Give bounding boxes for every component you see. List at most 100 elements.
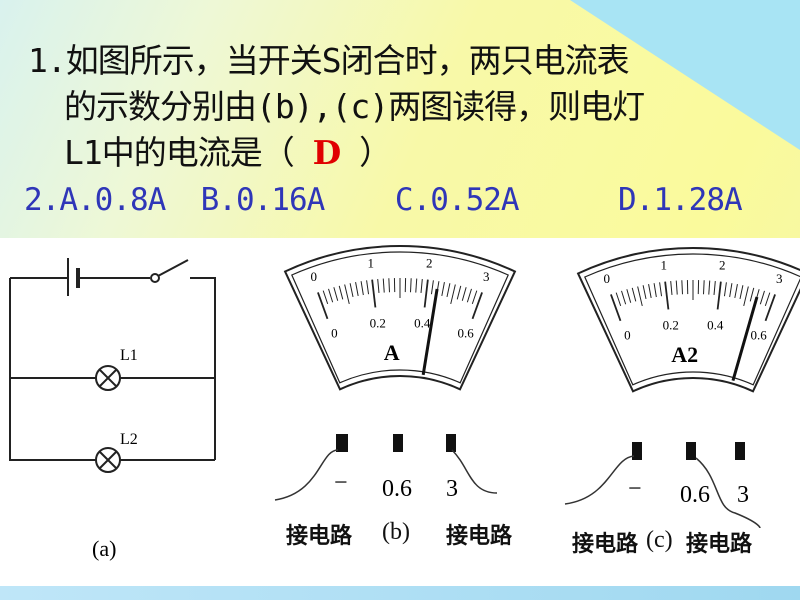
scale-tick xyxy=(430,280,434,295)
terminal-label-3-c: 3 xyxy=(737,482,749,508)
meter-inner-frame xyxy=(291,251,509,384)
scale-tick xyxy=(716,281,722,310)
label-connect-right-b: 接电路 xyxy=(446,524,513,549)
caption-c: (c) xyxy=(646,527,673,553)
scale-tick xyxy=(456,285,462,300)
scale-tick xyxy=(764,294,776,322)
scale-tick xyxy=(366,280,370,295)
scale-tick xyxy=(360,281,364,296)
scale-tick xyxy=(610,294,622,322)
upper-scale-label: 0 xyxy=(311,269,318,284)
scale-tick xyxy=(371,279,377,308)
option-d: D.1.28A xyxy=(618,182,743,218)
corner-decoration xyxy=(570,0,800,150)
scale-tick xyxy=(317,292,329,320)
scale-tick xyxy=(713,280,716,296)
scale-tick xyxy=(377,278,380,294)
scale-tick xyxy=(423,279,429,308)
scale-tick xyxy=(471,292,483,320)
scale-tick xyxy=(703,280,705,295)
scale-tick xyxy=(388,278,390,293)
question-line-2: 的示数分别由(b),(c)两图读得，则电灯 xyxy=(64,87,645,126)
ammeter-symbol: A xyxy=(384,340,400,365)
terminal-label-3-b: 3 xyxy=(446,476,458,502)
scale-tick xyxy=(382,278,385,293)
scale-tick xyxy=(664,281,670,310)
lower-scale-label: 0.6 xyxy=(751,328,768,343)
question-line-3-pre: L1中的电流是（ xyxy=(64,133,313,172)
scale-tick xyxy=(415,278,418,293)
answer: D xyxy=(312,133,342,172)
label-l1: L1 xyxy=(120,347,138,364)
label-l2: L2 xyxy=(120,431,138,448)
scale-tick xyxy=(670,280,673,296)
scale-tick xyxy=(642,285,647,300)
lower-scale-label: 0.2 xyxy=(370,315,386,330)
meter-frame xyxy=(576,247,800,393)
terminal-3-b xyxy=(446,434,456,452)
switch-pivot xyxy=(150,273,160,283)
scale-tick xyxy=(322,290,329,305)
scale-tick xyxy=(471,290,478,305)
terminals-c xyxy=(564,442,761,529)
scale-tick xyxy=(344,284,350,305)
upper-scale-label: 2 xyxy=(426,256,433,271)
scale-tick xyxy=(708,280,711,295)
wires-c xyxy=(564,455,761,529)
question-text: 1.如图所示，当开关S闭合时，两只电流表 的示数分别由(b),(c)两图读得，则… xyxy=(28,38,645,176)
scale-tick xyxy=(637,286,643,307)
wires-b xyxy=(274,449,498,501)
question-line-1: 1.如图所示，当开关S闭合时，两只电流表 xyxy=(28,41,630,80)
scale-tick xyxy=(446,283,451,298)
meter-inner-frame xyxy=(584,253,800,386)
terminal-label-minus-b: − xyxy=(334,470,348,496)
label-connect-right-c: 接电路 xyxy=(686,532,753,557)
label-connect-left-c: 接电路 xyxy=(572,532,639,557)
terminal-3-c xyxy=(735,442,745,460)
switch-lever xyxy=(157,259,189,277)
terminal-label-minus-c: − xyxy=(628,476,642,502)
options-line: 2.A.0.8A B.0.16A C.0.52A xyxy=(24,182,520,218)
lower-scale-label: 0.4 xyxy=(707,317,724,332)
terminal-minus-b xyxy=(336,434,348,452)
bottom-strip xyxy=(0,586,800,600)
caption-a: (a) xyxy=(92,536,116,561)
lower-scale-label: 0 xyxy=(331,326,338,341)
scale-tick xyxy=(723,282,727,297)
scale-tick xyxy=(653,283,657,298)
pointer-needle xyxy=(421,288,439,376)
scale-tick xyxy=(461,287,467,301)
terminals-b xyxy=(274,434,498,501)
scale-tick xyxy=(621,290,627,305)
pointer-needle xyxy=(731,296,759,382)
scale-tick xyxy=(631,287,637,302)
meter-frame xyxy=(283,245,517,391)
scale-tick xyxy=(420,278,423,294)
terminal-06-c xyxy=(686,442,696,460)
lower-scale-label: 0.4 xyxy=(414,315,431,330)
scale-tick xyxy=(648,284,652,298)
label-connect-left-b: 接电路 xyxy=(286,524,353,549)
scale-tick xyxy=(441,282,445,296)
scale-tick xyxy=(466,288,472,303)
scale-tick xyxy=(338,285,344,300)
scale-tick xyxy=(349,283,354,298)
terminal-minus-c xyxy=(632,442,642,460)
scale-tick xyxy=(681,280,683,295)
terminal-label-06-b: 0.6 xyxy=(382,476,412,502)
terminal-06-b xyxy=(393,434,403,452)
scale-tick xyxy=(333,287,339,301)
lower-scale-label: 0 xyxy=(624,328,631,343)
upper-scale-label: 0 xyxy=(604,271,611,286)
lower-scale-label: 0.2 xyxy=(663,317,679,332)
scale-tick xyxy=(739,285,744,300)
scale-tick xyxy=(659,282,663,297)
scale-tick xyxy=(759,290,765,305)
lower-scale-label: 0.6 xyxy=(458,326,475,341)
scale-tick xyxy=(328,288,334,303)
scale-tick xyxy=(626,289,632,303)
scale-tick xyxy=(749,287,755,302)
